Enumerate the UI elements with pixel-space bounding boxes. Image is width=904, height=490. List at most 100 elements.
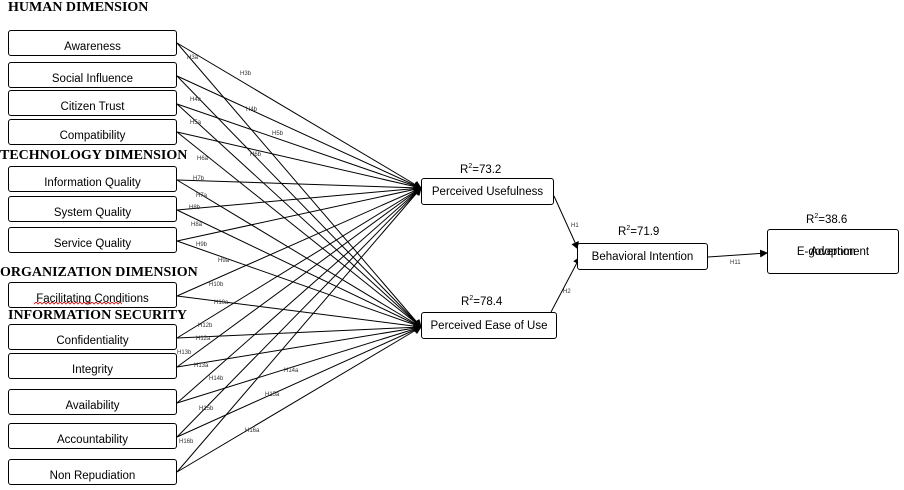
path-service-quality-to-perceived-usefulness	[176, 185, 422, 242]
heading-technology-dimension: TECHNOLOGY DIMENSION	[0, 148, 188, 163]
hypothesis-label-h5b: H5b	[272, 131, 284, 137]
construct-non-repudiation: Non Repudiation	[8, 459, 177, 485]
path-system-quality-to-perceived-usefulness	[176, 184, 422, 211]
hypothesis-label-h5a: H5a	[190, 120, 202, 126]
construct-label: Awareness	[64, 41, 121, 53]
path-non-repudiation-to-perceived-ease-of-use	[176, 326, 422, 473]
hypothesis-label-h7a: H7a	[196, 193, 208, 199]
construct-e-government-adoption: E-government Adoption	[767, 229, 899, 274]
r-squared-perceived-usefulness: R2=73.2	[460, 163, 502, 176]
construct-perceived-usefulness: Perceived Usefulness	[421, 178, 554, 205]
path-compatibility-to-perceived-ease-of-use	[176, 131, 422, 328]
hypothesis-label-h12a: H12a	[196, 336, 211, 342]
path-perceived-ease-of-use-to-behavioral-intention	[550, 256, 581, 313]
construct-label: Social Influence	[51, 73, 134, 85]
construct-label: Perceived Usefulness	[431, 185, 544, 198]
hypothesis-label-h1: H1	[571, 223, 579, 229]
spellcheck-underline	[34, 302, 122, 305]
hypothesis-label-h9b: H9b	[196, 242, 208, 248]
construct-information-quality: Information Quality	[8, 166, 177, 192]
construct-label: Accountability	[57, 434, 128, 446]
heading-organization-dimension: ORGANIZATION DIMENSION	[0, 265, 198, 280]
path-awareness-to-perceived-usefulness	[176, 42, 422, 189]
construct-label: Service Quality	[53, 238, 132, 250]
construct-label: Behavioral Intention	[591, 250, 694, 263]
path-availability-to-perceived-ease-of-use	[176, 325, 422, 404]
hypothesis-label-h7b: H7b	[193, 176, 205, 182]
path-perceived-usefulness-to-behavioral-intention	[553, 195, 579, 250]
construct-citizen-trust: Citizen Trust	[8, 90, 177, 116]
path-non-repudiation-to-perceived-usefulness	[176, 187, 422, 473]
construct-label-line1: E-government	[796, 245, 870, 258]
r-squared-behavioral-intention: R2=71.9	[618, 225, 660, 238]
hypothesis-label-h8a: H8a	[191, 222, 203, 228]
heading-human-dimension: HUMAN DIMENSION	[8, 0, 149, 15]
hypothesis-label-h14a: H14a	[284, 368, 299, 374]
construct-perceived-ease-of-use: Perceived Ease of Use	[421, 312, 557, 339]
hypothesis-label-h15a: H15a	[265, 392, 280, 398]
construct-behavioral-intention: Behavioral Intention	[577, 243, 708, 270]
construct-system-quality: System Quality	[8, 196, 177, 222]
hypothesis-label-h12b: H12b	[198, 323, 213, 329]
path-accountability-to-perceived-usefulness	[176, 187, 422, 438]
construct-compatibility: Compatibility	[8, 119, 177, 145]
hypothesis-label-h16a: H16a	[245, 428, 260, 434]
hypothesis-label-h6b: H6b	[250, 152, 262, 158]
path-behavioral-intention-to-e-government-adoption	[707, 249, 768, 258]
hypothesis-label-h16b: H16b	[179, 439, 194, 445]
path-information-quality-to-perceived-ease-of-use	[176, 179, 422, 328]
path-system-quality-to-perceived-ease-of-use	[176, 209, 422, 328]
path-citizen-trust-to-perceived-usefulness	[176, 103, 422, 190]
hypothesis-label-h13b: H13b	[177, 350, 192, 356]
path-confidentiality-to-perceived-ease-of-use	[176, 323, 422, 339]
hypothesis-label-h13a: H13a	[194, 363, 209, 369]
hypothesis-label-h14b: H14b	[209, 376, 224, 382]
r-squared-e-government-adoption: R2=38.6	[806, 213, 848, 226]
path-citizen-trust-to-perceived-ease-of-use	[176, 103, 422, 328]
construct-service-quality: Service Quality	[8, 227, 177, 253]
construct-availability: Availability	[8, 389, 177, 415]
path-service-quality-to-perceived-ease-of-use	[176, 240, 422, 329]
path-facilitating-conditions-to-perceived-ease-of-use	[176, 295, 422, 331]
construct-social-influence: Social Influence	[8, 62, 177, 88]
hypothesis-label-h3b: H3b	[240, 71, 252, 77]
path-facilitating-conditions-to-perceived-usefulness	[176, 187, 422, 297]
path-availability-to-perceived-usefulness	[176, 187, 422, 404]
path-accountability-to-perceived-ease-of-use	[176, 326, 422, 438]
hypothesis-label-h15b: H15b	[199, 406, 214, 412]
construct-label: Citizen Trust	[60, 101, 125, 113]
hypothesis-label-h2: H2	[563, 289, 571, 295]
path-integrity-to-perceived-usefulness	[176, 187, 422, 368]
construct-integrity: Integrity	[8, 353, 177, 379]
path-confidentiality-to-perceived-usefulness	[176, 187, 422, 339]
construct-accountability: Accountability	[8, 423, 177, 449]
construct-confidentiality: Confidentiality	[8, 324, 177, 350]
hypothesis-label-h10a: H10a	[214, 300, 229, 306]
hypothesis-label-h4a: H4a	[190, 97, 202, 103]
hypothesis-label-h10b: H10b	[209, 282, 224, 288]
path-social-influence-to-perceived-usefulness	[176, 75, 422, 189]
construct-awareness: Awareness	[8, 30, 177, 56]
construct-label: Compatibility	[59, 130, 126, 142]
hypothesis-label-h8b: H8b	[189, 205, 201, 211]
hypothesis-label-h3a: H3a	[187, 55, 199, 61]
path-compatibility-to-perceived-usefulness	[176, 131, 422, 191]
heading-information-security: INFORMATION SECURITY	[8, 308, 188, 323]
construct-facilitating-conditions: Facilitating Conditions	[8, 282, 177, 308]
construct-label: Confidentiality	[56, 335, 129, 347]
hypothesis-label-h11: H11	[730, 260, 741, 266]
construct-label: Integrity	[72, 364, 113, 376]
hypothesis-label-h9a: H9a	[218, 258, 230, 264]
r-squared-perceived-ease-of-use: R2=78.4	[461, 295, 503, 308]
hypothesis-label-h6a: H6a	[197, 156, 209, 162]
hypothesis-label-h4b: H4b	[246, 107, 258, 113]
construct-label: System Quality	[53, 207, 132, 219]
path-awareness-to-perceived-ease-of-use	[176, 42, 422, 328]
construct-label: Availability	[65, 400, 120, 412]
path-information-quality-to-perceived-usefulness	[176, 179, 422, 192]
construct-label: Information Quality	[44, 177, 141, 189]
construct-label: Perceived Ease of Use	[430, 319, 548, 332]
construct-label-line2: Adoption	[810, 245, 856, 258]
construct-label: Non Repudiation	[49, 470, 136, 482]
